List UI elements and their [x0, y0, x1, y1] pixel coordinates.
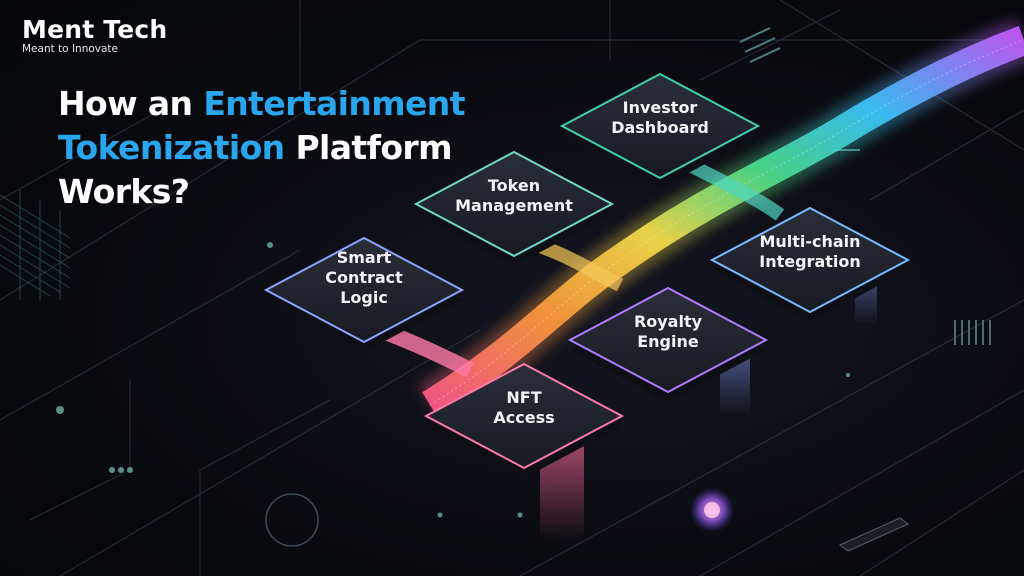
tile-label: Royalty Engine: [633, 312, 703, 351]
page-title: How an Entertainment Tokenization Platfo…: [58, 82, 465, 214]
title-line-2-accent: Tokenization: [58, 128, 285, 167]
title-line-2-suffix: Platform: [284, 128, 452, 167]
tile-label: NFT Access: [493, 388, 555, 427]
tile-investor-dashboard: Investor Dashboard: [555, 58, 765, 178]
title-line-1-accent: Entertainment: [203, 84, 465, 123]
brand-name: Ment Tech: [22, 15, 168, 44]
tile-label: Investor Dashboard: [611, 98, 709, 137]
tile-label: Token Management: [455, 176, 573, 215]
right-bars: [954, 320, 991, 345]
tile-nft-access: NFT Access: [419, 348, 629, 468]
tile-token-management: Token Management: [409, 136, 619, 256]
tile-label: Smart Contract Logic: [325, 248, 403, 307]
title-line-1-prefix: How an: [58, 84, 204, 123]
title-line-1: How an Entertainment: [58, 82, 465, 126]
grid-block: [0, 190, 71, 300]
brand-tagline: Meant to Innovate: [22, 43, 118, 55]
brand-logo: Ment Tech Meant to Innovate: [22, 15, 168, 56]
small-accents: [56, 242, 850, 518]
tile-royalty-engine: Royalty Engine: [563, 272, 773, 392]
tile-multi-chain-integration: Multi-chain Integration: [705, 192, 915, 312]
title-line-3: Works?: [58, 172, 190, 211]
chip-connector: [839, 517, 909, 552]
tile-smart-contract-logic: Smart Contract Logic: [259, 218, 469, 338]
title-line-2: Tokenization Platform: [58, 126, 465, 170]
tile-label: Multi-chain Integration: [759, 232, 861, 271]
tiles: [263, 72, 911, 478]
